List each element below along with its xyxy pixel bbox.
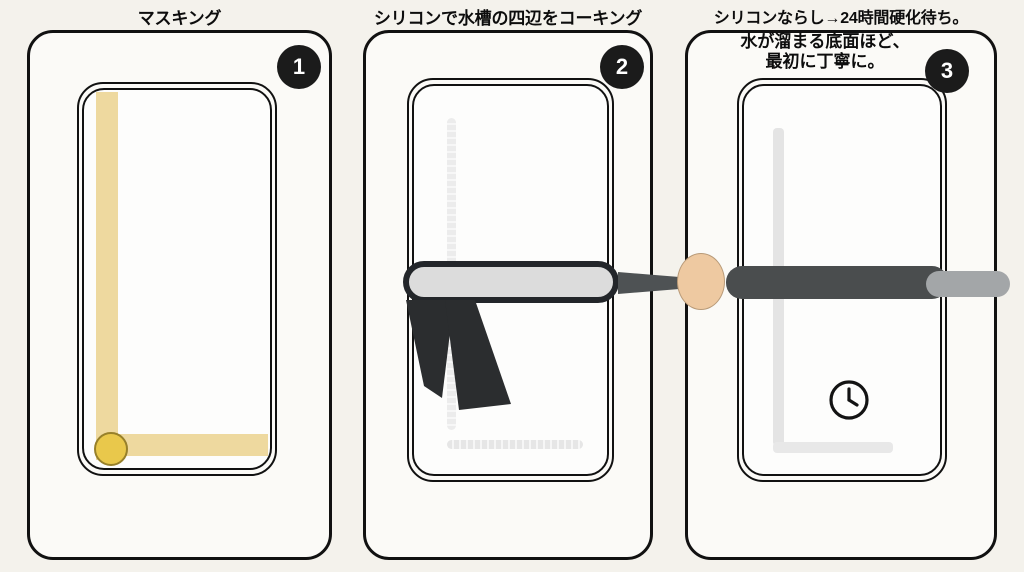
- panel-2-caption: シリコンで水槽の四辺をコーキング: [373, 9, 643, 28]
- caulking-gun-trigger-left-icon: [406, 300, 454, 398]
- smoothing-tool-handle: [726, 266, 948, 299]
- silicone-bead-horizontal-2: [447, 440, 583, 449]
- masking-tape-roll: [94, 432, 128, 466]
- panel-3-caption: シリコンならし→24時間硬化待ち。: [713, 10, 969, 27]
- tank-outline-1: [77, 82, 277, 476]
- panel-3-note-line-2: 最初に丁寧に。: [765, 52, 885, 72]
- smoothing-tool-tip: [926, 271, 1010, 297]
- step-badge-1: 1: [278, 46, 320, 88]
- step-badge-3: 3: [926, 50, 968, 92]
- panel-1-caption: マスキング: [137, 9, 222, 28]
- hand-icon: [677, 253, 725, 310]
- panel-3-inner-note: 水が溜まる底面ほど、 最初に丁寧に。: [700, 32, 950, 72]
- silicone-bead-horizontal-3: [773, 442, 893, 453]
- masking-tape-horizontal: [96, 434, 268, 456]
- panel-3-note-line-1: 水が溜まる底面ほど、: [740, 32, 910, 51]
- masking-tape-vertical: [96, 92, 118, 460]
- step-badge-2: 2: [601, 46, 643, 88]
- caulking-gun-handle-icon: [445, 300, 511, 410]
- caulking-gun-barrel: [403, 261, 619, 303]
- clock-icon: [829, 380, 869, 420]
